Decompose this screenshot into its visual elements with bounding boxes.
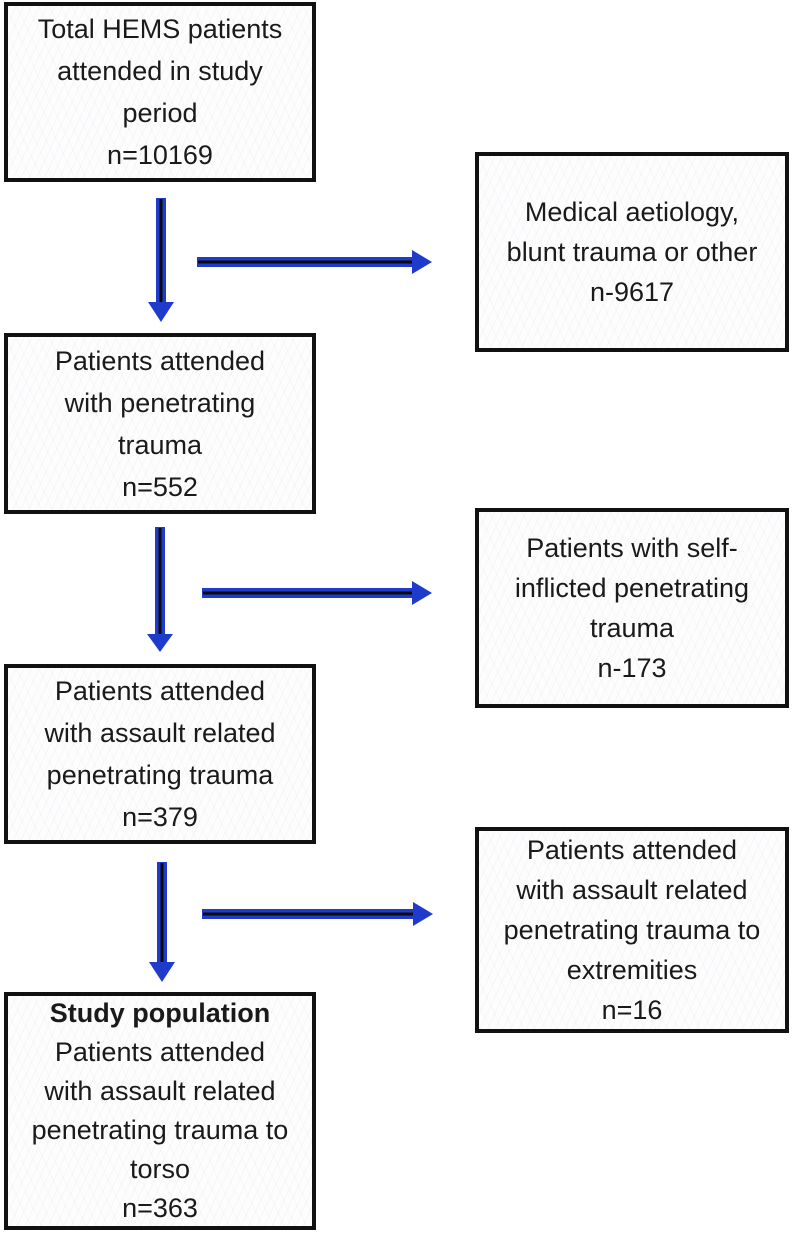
box-penetrating-trauma: Patients attended with penetrating traum… (4, 333, 316, 514)
box-assault-penetrating: Patients attended with assault related p… (4, 664, 316, 844)
box-total-hems: Total HEMS patients attended in study pe… (4, 2, 316, 182)
box-excluded-medical-text: Medical aetiology, blunt trauma or other… (506, 197, 758, 307)
box-excluded-self-inflicted-text: Patients with self- inflicted penetratin… (514, 533, 750, 683)
arrow-assault-to-study-population (149, 862, 175, 982)
box-study-population-text: Patients attended with assault related p… (31, 1037, 289, 1223)
arrow-penetrating-to-excluded-self-inflicted (202, 581, 432, 605)
box-excluded-medical: Medical aetiology, blunt trauma or other… (475, 152, 789, 352)
arrow-total-to-penetrating (148, 198, 174, 322)
arrow-penetrating-to-assault (147, 527, 173, 652)
box-excluded-extremities: Patients attended with assault related p… (475, 827, 789, 1033)
box-excluded-self-inflicted: Patients with self- inflicted penetratin… (475, 508, 789, 708)
box-assault-penetrating-text: Patients attended with assault related p… (44, 676, 276, 832)
box-study-population: Study population Patients attended with … (4, 992, 316, 1230)
box-excluded-extremities-text: Patients attended with assault related p… (503, 835, 761, 1025)
arrow-total-to-excluded-medical (197, 250, 432, 274)
box-study-population-title: Study population (49, 998, 271, 1028)
arrow-assault-to-excluded-extremities (202, 902, 433, 926)
box-total-hems-text: Total HEMS patients attended in study pe… (37, 14, 283, 170)
box-penetrating-trauma-text: Patients attended with penetrating traum… (54, 345, 266, 502)
